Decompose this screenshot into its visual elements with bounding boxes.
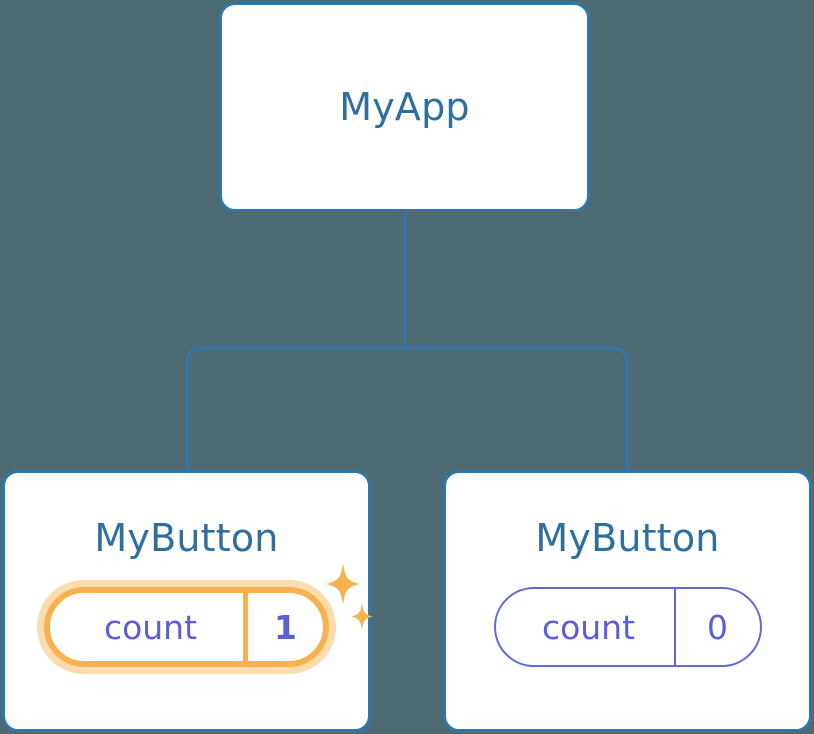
sparkle-small-icon: [351, 603, 373, 630]
sparkle-large-icon: [326, 563, 360, 605]
prop-key-2: count: [541, 607, 636, 647]
prop-value-2: 0: [673, 589, 760, 665]
connector-branch-left: [185, 346, 405, 472]
node-title-mybutton-2: MyButton: [535, 516, 720, 560]
prop-value-1: 1: [243, 593, 323, 661]
prop-pill-wrapper-2: count 0: [493, 587, 762, 667]
connector-branch-right: [405, 346, 629, 472]
node-card-content: MyButton count 1: [5, 473, 373, 729]
sparkle-group: [326, 563, 373, 630]
node-card-myapp[interactable]: MyApp: [219, 2, 590, 212]
prop-pill-highlighted[interactable]: count 1: [44, 587, 329, 667]
node-card-mybutton-1[interactable]: MyButton count 1: [2, 470, 373, 732]
prop-key-1: count: [103, 607, 198, 647]
prop-pill-wrapper-1: count 1: [44, 563, 373, 667]
node-card-mybutton-2[interactable]: MyButton count 0: [443, 470, 812, 732]
node-title-mybutton-1: MyButton: [94, 516, 279, 560]
prop-pill-plain[interactable]: count 0: [493, 587, 762, 667]
node-card-content: MyButton count 0: [446, 473, 809, 729]
node-title-myapp: MyApp: [339, 85, 470, 129]
